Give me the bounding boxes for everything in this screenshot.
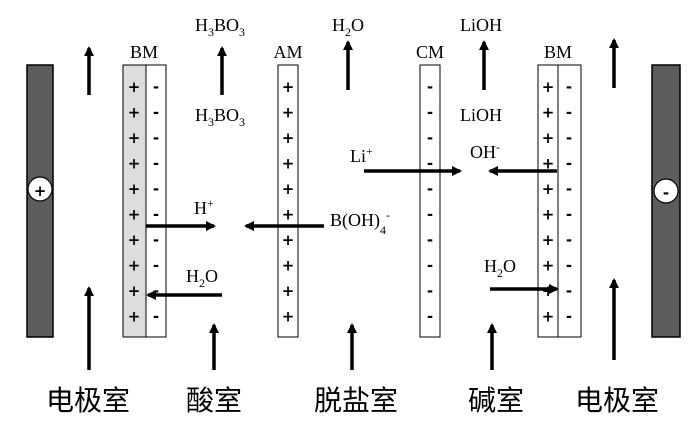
membrane-plus-charge: + <box>542 282 555 300</box>
membrane-minus-charge: - <box>566 206 572 224</box>
b-oh4-minus-label: B(OH)4- <box>330 208 390 237</box>
membrane-minus-charge: - <box>153 155 159 173</box>
membrane-minus-charge: - <box>427 231 433 249</box>
bm-left-label: BM <box>130 42 158 62</box>
membrane-minus-charge: - <box>427 257 433 275</box>
membrane-minus-charge: - <box>153 231 159 249</box>
membrane-minus-charge: - <box>153 282 159 300</box>
membrane-minus-charge: - <box>153 308 159 326</box>
membrane-plus-charge: + <box>542 155 555 173</box>
chamber-names: 电极室 酸室 脱盐室 碱室 电极室 <box>46 384 659 417</box>
membrane-minus-charge: - <box>427 308 433 326</box>
acid-chamber-label: 酸室 <box>186 384 242 417</box>
membrane-minus-charge: - <box>566 78 572 96</box>
membrane-minus-charge: - <box>566 155 572 173</box>
bipolar-membrane-right: BM ++++++++++---------- <box>537 42 582 338</box>
membrane-plus-charge: + <box>128 308 141 326</box>
am-label: AM <box>273 42 302 62</box>
h-plus-label: H+ <box>194 196 214 218</box>
membrane-minus-charge: - <box>153 104 159 122</box>
membrane-plus-charge: + <box>282 180 295 198</box>
membrane-plus-charge: + <box>128 282 141 300</box>
oh-minus-label: OH- <box>470 140 500 162</box>
membrane-minus-charge: - <box>566 231 572 249</box>
membrane-minus-charge: - <box>566 282 572 300</box>
membrane-plus-charge: + <box>542 308 555 326</box>
membrane-plus-charge: + <box>282 282 295 300</box>
membrane-plus-charge: + <box>282 308 295 326</box>
membrane-minus-charge: - <box>427 129 433 147</box>
li-plus-label: Li+ <box>350 144 373 166</box>
membrane-plus-charge: + <box>282 78 295 96</box>
left-electrode-sign: + <box>34 182 47 200</box>
membrane-plus-charge: + <box>128 104 141 122</box>
desalt-chamber-label: 脱盐室 <box>314 384 398 417</box>
membrane-plus-charge: + <box>282 231 295 249</box>
membrane-plus-charge: + <box>542 257 555 275</box>
membrane-minus-charge: - <box>566 104 572 122</box>
right-electrode: - <box>651 64 681 338</box>
membrane-minus-charge: - <box>153 257 159 275</box>
lioh-chamber-label: LiOH <box>460 105 502 125</box>
h3bo3-chamber-label: H3BO3 <box>195 105 245 129</box>
membrane-plus-charge: + <box>128 206 141 224</box>
membrane-minus-charge: - <box>566 308 572 326</box>
membrane-minus-charge: - <box>566 129 572 147</box>
membrane-minus-charge: - <box>566 180 572 198</box>
h2o-right-label: H2O <box>484 256 516 280</box>
ion-transport-arrows <box>146 166 559 300</box>
outflow-arrows <box>84 38 619 95</box>
membrane-plus-charge: + <box>128 78 141 96</box>
membrane-plus-charge: + <box>128 129 141 147</box>
membrane-plus-charge: + <box>542 78 555 96</box>
h3bo3-top-label: H3BO3 <box>195 15 245 39</box>
right-electrode-sign: - <box>663 184 669 202</box>
membrane-minus-charge: - <box>427 155 433 173</box>
membrane-minus-charge: - <box>427 104 433 122</box>
bipolar-membrane-left: BM ++++++++++---------- <box>122 42 167 338</box>
h2o-top-label: H2O <box>332 15 364 39</box>
membrane-minus-charge: - <box>153 206 159 224</box>
membrane-plus-charge: + <box>282 206 295 224</box>
membrane-plus-charge: + <box>128 180 141 198</box>
membrane-minus-charge: - <box>427 282 433 300</box>
negative-terminal-icon <box>653 178 679 204</box>
membrane-minus-charge: - <box>153 78 159 96</box>
positive-terminal-icon <box>27 176 53 202</box>
membrane-minus-charge: - <box>153 180 159 198</box>
left-electrode: + <box>26 64 54 338</box>
inflow-arrows <box>84 278 619 370</box>
right-electrode-chamber-label: 电极室 <box>575 384 659 417</box>
membrane-plus-charge: + <box>128 257 141 275</box>
membrane-plus-charge: + <box>542 231 555 249</box>
membrane-plus-charge: + <box>542 104 555 122</box>
base-chamber-label: 碱室 <box>468 384 524 417</box>
cation-exchange-membrane: CM - - - - - - - - - - <box>416 42 444 338</box>
membrane-minus-charge: - <box>427 78 433 96</box>
membrane-minus-charge: - <box>153 129 159 147</box>
membrane-minus-charge: - <box>427 180 433 198</box>
membrane-plus-charge: + <box>542 206 555 224</box>
membrane-plus-charge: + <box>282 104 295 122</box>
membrane-plus-charge: + <box>542 129 555 147</box>
membrane-plus-charge: + <box>282 155 295 173</box>
membrane-plus-charge: + <box>282 129 295 147</box>
membrane-plus-charge: + <box>542 180 555 198</box>
membrane-plus-charge: + <box>282 257 295 275</box>
bm-right-label: BM <box>544 42 572 62</box>
anion-exchange-membrane: AM + + + + + + + + + + <box>273 42 303 338</box>
left-electrode-chamber-label: 电极室 <box>46 384 130 417</box>
membrane-minus-charge: - <box>566 257 572 275</box>
membrane-minus-charge: - <box>427 206 433 224</box>
h2o-left-label: H2O <box>186 266 218 290</box>
membrane-plus-charge: + <box>128 155 141 173</box>
cm-label: CM <box>416 42 444 62</box>
membrane-plus-charge: + <box>128 231 141 249</box>
lioh-top-label: LiOH <box>460 15 502 35</box>
